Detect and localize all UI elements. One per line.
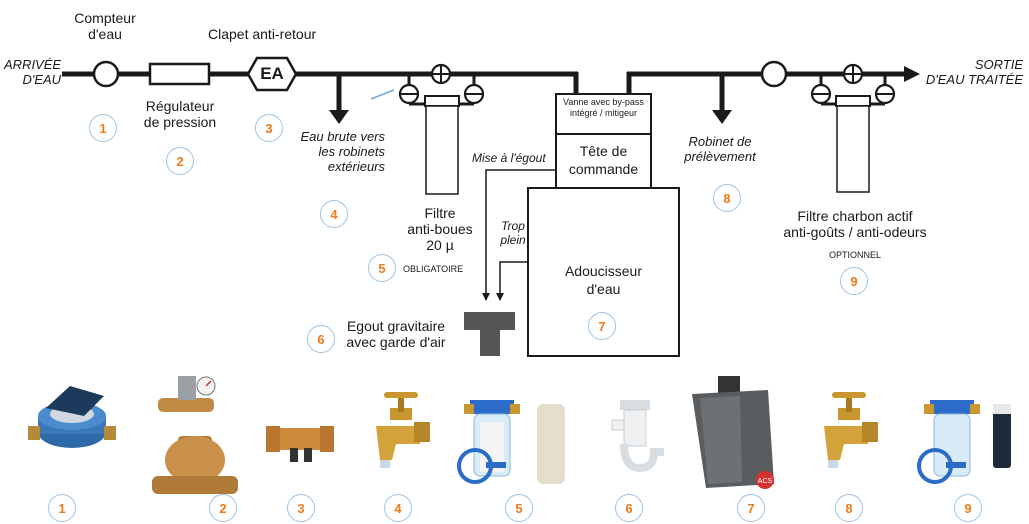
- product-badge-8: 8: [835, 494, 863, 522]
- pressure-regulator-icon: [152, 376, 238, 494]
- check-valve-symbol: [246, 56, 298, 92]
- water-meter-icon: [28, 386, 116, 448]
- carbon-filter-icon: [917, 400, 1011, 484]
- product-badge-5: 5: [505, 494, 533, 522]
- control-head-box: [555, 133, 652, 189]
- outlet-meter-symbol: [760, 60, 788, 88]
- check-valve-symbol-label: EA: [260, 64, 284, 83]
- sample-tap-arrow: [712, 110, 732, 124]
- carbon-filter-note: OPTIONNEL: [828, 250, 881, 260]
- badge-2: 2: [166, 147, 194, 175]
- product-badge-3: 3: [287, 494, 315, 522]
- badge-6: 6: [307, 325, 335, 353]
- check-valve-label: Clapet anti-retour: [208, 26, 317, 42]
- product-badge-6: 6: [615, 494, 643, 522]
- brass-sample-tap-icon: [824, 392, 878, 468]
- badge-3: 3: [255, 114, 283, 142]
- badge-5: 5: [368, 254, 396, 282]
- mud-filter-housing-symbol: [425, 105, 459, 195]
- check-valve-icon: [266, 426, 334, 462]
- pressure-regulator-symbol: [148, 62, 211, 86]
- drain-line: [482, 169, 556, 301]
- brass-tap-icon: [376, 392, 430, 468]
- badge-8: 8: [713, 184, 741, 212]
- product-strip: ACS: [28, 376, 1011, 494]
- carbon-filter-housing-symbol: [836, 105, 870, 193]
- raw-water-arrow: [329, 110, 349, 124]
- badge-1: 1: [89, 114, 117, 142]
- product-badge-4: 4: [384, 494, 412, 522]
- gravity-drain-symbol: [464, 312, 515, 356]
- product-badge-9: 9: [954, 494, 982, 522]
- water-meter-symbol: [92, 60, 120, 88]
- overflow-line: [496, 261, 528, 301]
- badge-7: 7: [588, 312, 616, 340]
- product-badge-7: 7: [737, 494, 765, 522]
- product-badge-2: 2: [209, 494, 237, 522]
- siphon-drain-icon: [611, 400, 664, 473]
- to-drain-label: Mise à l'égout: [472, 151, 546, 165]
- mud-filter-icon: [457, 400, 565, 484]
- pointer-line: [370, 89, 395, 100]
- mud-filter-note: OBLIGATOIRE: [403, 264, 464, 274]
- badge-4: 4: [320, 200, 348, 228]
- outlet-arrow: [904, 66, 920, 82]
- badge-9: 9: [840, 267, 868, 295]
- product-badge-1: 1: [48, 494, 76, 522]
- acs-badge-text: ACS: [758, 478, 773, 485]
- water-softener-icon: ACS: [692, 376, 774, 489]
- bypass-valve-box: [555, 93, 652, 135]
